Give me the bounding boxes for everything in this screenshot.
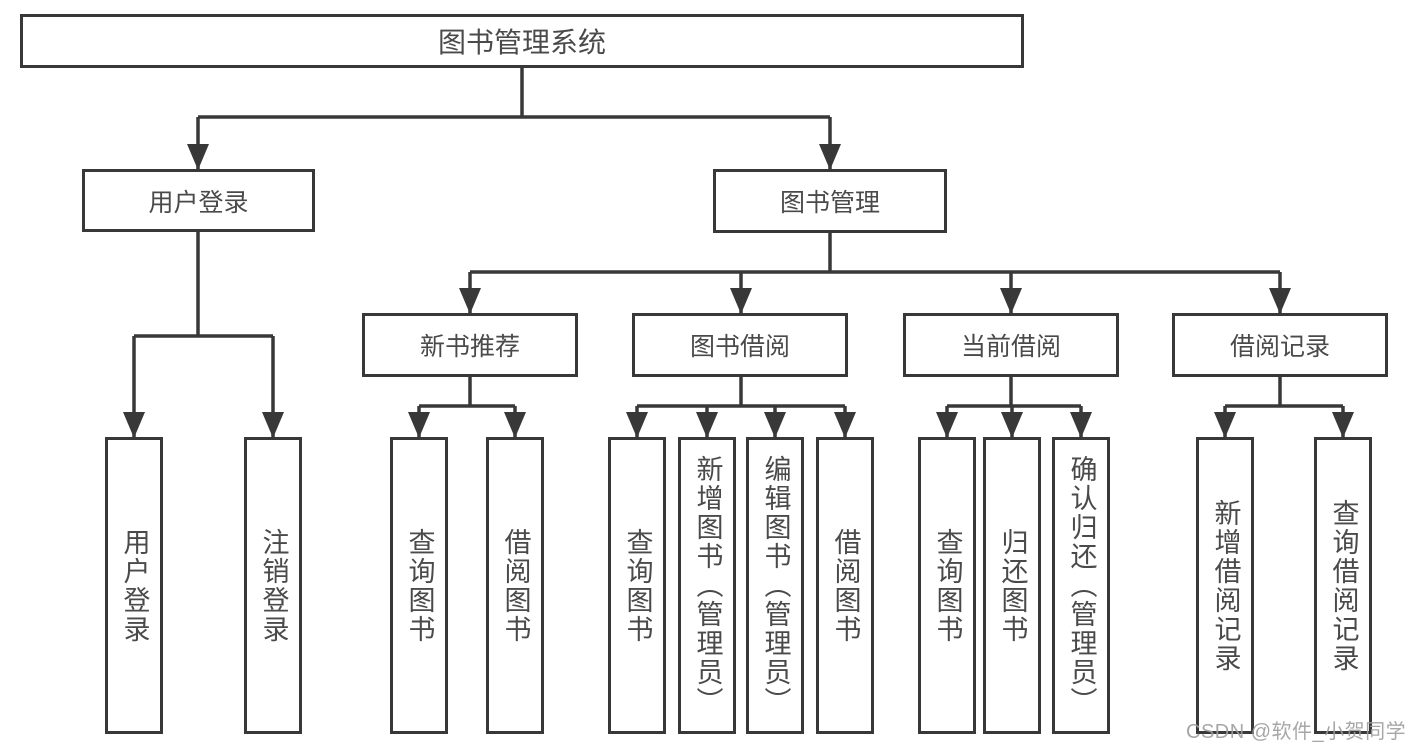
node-label: 图书管理 [779,189,880,217]
node-label: 新书推荐 [419,333,520,361]
leaf-query-books-borrowing: 查询图书 [608,437,666,734]
leaf-query-borrow-record: 查询借阅记录 [1314,437,1372,734]
node-label: 注销登录 [258,527,289,644]
leaf-borrow-books-recommend: 借阅图书 [486,437,544,734]
leaf-query-books-recommend: 查询图书 [390,437,448,734]
node-label: 借阅图书 [500,527,531,644]
node-label: 查询图书 [622,527,653,644]
node-library-management-system: 图书管理系统 [20,14,1024,68]
node-borrowing-records: 借阅记录 [1172,313,1388,377]
leaf-add-books-admin: 新增图书（管理员） [678,437,736,734]
node-label: 确认归还（管理员） [1066,455,1097,716]
node-label: 借阅记录 [1229,333,1330,361]
leaf-confirm-return-admin: 确认归还（管理员） [1052,437,1110,734]
node-label: 用户登录 [119,527,150,644]
leaf-edit-books-admin: 编辑图书（管理员） [746,437,804,734]
node-new-book-recommend: 新书推荐 [362,313,578,377]
watermark-csdn: CSDN @软件_小贺同学 [1186,721,1405,743]
leaf-query-books-current: 查询图书 [918,437,976,734]
node-user-login: 用户登录 [82,169,315,232]
node-label: 编辑图书（管理员） [760,455,791,716]
node-label: 归还图书 [997,527,1028,644]
leaf-add-borrow-record: 新增借阅记录 [1196,437,1254,734]
node-label: 图书管理系统 [437,27,606,58]
node-book-management: 图书管理 [713,169,947,233]
leaf-user-login: 用户登录 [105,437,163,734]
node-label: 当前借阅 [960,333,1061,361]
node-book-borrowing: 图书借阅 [632,313,848,377]
node-label: 新增图书（管理员） [692,455,723,716]
node-label: 查询图书 [932,527,963,644]
leaf-borrow-books: 借阅图书 [816,437,874,734]
node-label: 查询借阅记录 [1328,498,1359,673]
node-label: 用户登录 [148,188,249,217]
node-label: 查询图书 [404,527,435,644]
node-label: 借阅图书 [830,527,861,644]
leaf-logout: 注销登录 [244,437,302,734]
node-label: 图书借阅 [689,333,790,361]
node-label: 新增借阅记录 [1210,498,1241,673]
leaf-return-books: 归还图书 [983,437,1041,734]
node-current-borrowing: 当前借阅 [903,313,1119,377]
